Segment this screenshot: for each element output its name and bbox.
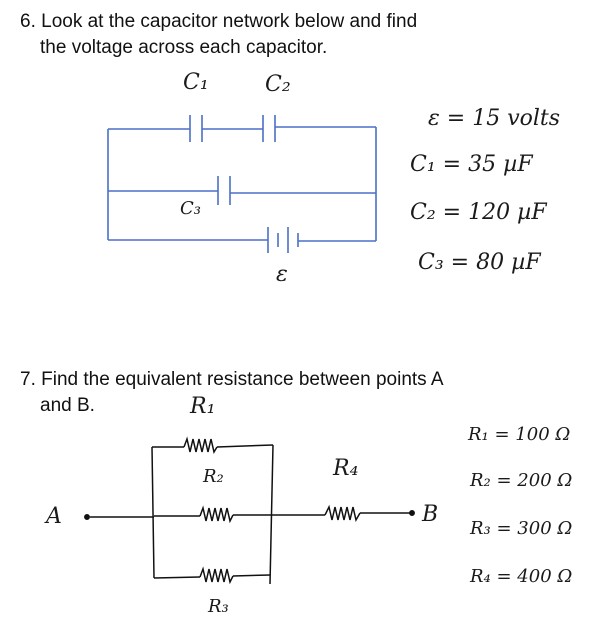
label-c1: C₁ — [183, 70, 209, 95]
given-c1: C₁ = 35 µF — [410, 152, 533, 177]
point-b-dot — [409, 510, 415, 516]
problem-6-line-1: 6. Look at the capacitor network below a… — [20, 10, 417, 34]
label-c2: C₂ — [265, 72, 291, 97]
given-r4: R₄ = 400 Ω — [470, 566, 573, 587]
problem-7-number: 7. — [20, 369, 36, 390]
given-r3: R₃ = 300 Ω — [470, 518, 573, 539]
label-point-a: A — [46, 504, 62, 529]
r1-zigzag — [183, 436, 218, 454]
resistor-circuit-diagram — [84, 436, 415, 585]
label-r1: R₁ — [190, 394, 216, 419]
label-r2: R₂ — [203, 466, 224, 487]
given-r2: R₂ = 200 Ω — [470, 470, 573, 491]
given-emf: ε = 15 volts — [428, 106, 561, 131]
problem-6-number: 6. — [20, 11, 36, 32]
given-c2: C₂ = 120 µF — [410, 200, 547, 225]
label-emf: ε — [276, 262, 288, 287]
wire-r1-right — [216, 444, 274, 448]
problem-7-line-2: and B. — [40, 395, 95, 416]
label-c3: C₃ — [180, 198, 201, 219]
label-point-b: B — [422, 502, 439, 527]
point-a-dot — [84, 514, 90, 520]
problem-6-line-2: the voltage across each capacitor. — [40, 37, 328, 58]
label-r4: R₄ — [333, 456, 359, 481]
label-r3: R₃ — [208, 596, 229, 617]
given-c3: C₃ = 80 µF — [418, 250, 541, 275]
problem-7-text: Find the equivalent resistance between p… — [41, 369, 444, 390]
problem-7-line-1: 7. Find the equivalent resistance betwee… — [20, 368, 444, 392]
r4-zigzag — [324, 504, 361, 523]
wire-r3-left — [153, 576, 201, 579]
r2-zigzag — [199, 505, 234, 524]
wire-r3-right — [232, 574, 271, 577]
r3-zigzag — [199, 566, 234, 585]
wire-left-bus — [151, 446, 155, 579]
given-r1: R₁ = 100 Ω — [468, 424, 571, 445]
problem-6-text: Look at the capacitor network below and … — [41, 11, 418, 32]
wire-right-bus — [269, 444, 274, 585]
